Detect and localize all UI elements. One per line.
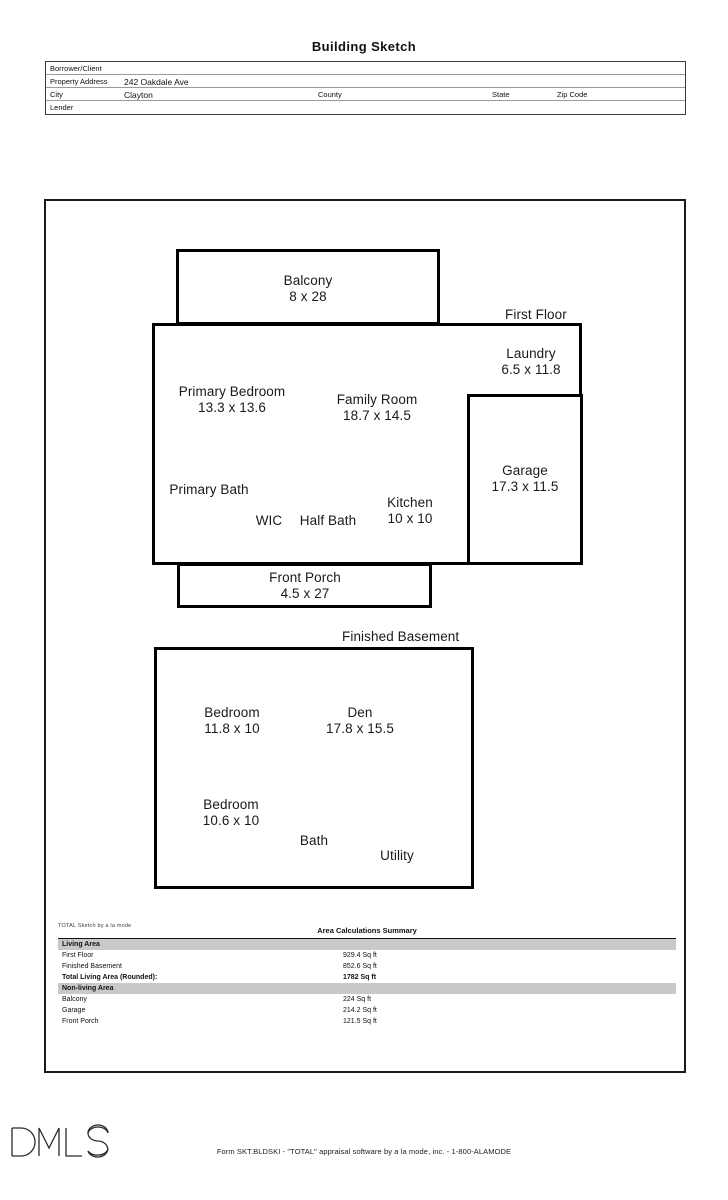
borrower-label: Borrower/Client <box>50 64 102 73</box>
form-footer-text: Form SKT.BLDSKI - "TOTAL" appraisal soft… <box>216 1147 512 1156</box>
section-heading-living-area: Living Area <box>58 939 676 950</box>
room-primary-bath: Primary Bath <box>169 482 249 497</box>
area-row-front-porch: Front Porch 121.5 Sq ft <box>58 1016 676 1027</box>
area-row-label: Balcony <box>62 996 87 1003</box>
header-row-lender: Lender <box>46 101 685 114</box>
city-label: City <box>50 90 63 99</box>
page-title: Building Sketch <box>311 39 417 54</box>
area-row-label: Finished Basement <box>62 963 122 970</box>
lender-label: Lender <box>50 103 74 112</box>
area-row-value: 224 Sq ft <box>343 996 372 1003</box>
room-front-porch: Front Porch 4.5 x 27 <box>269 570 341 601</box>
property-address-value[interactable]: 242 Oakdale Ave <box>124 76 189 87</box>
area-row-balcony: Balcony 224 Sq ft <box>58 994 676 1005</box>
property-header-table: Borrower/Client Property Address 242 Oak… <box>45 61 686 115</box>
room-garage: Garage 17.3 x 11.5 <box>491 463 559 494</box>
area-summary-title: Area Calculations Summary <box>317 926 417 935</box>
room-wic: WIC <box>255 513 283 528</box>
area-row-label: First Floor <box>62 952 94 959</box>
first-floor-label: First Floor <box>505 307 567 322</box>
room-basement-bedroom-2: Bedroom 10.6 x 10 <box>202 797 260 828</box>
area-row-label: Total Living Area (Rounded): <box>62 974 158 981</box>
garage-outline <box>467 394 583 565</box>
room-half-bath: Half Bath <box>299 513 357 528</box>
area-row-first-floor: First Floor 929.4 Sq ft <box>58 950 676 961</box>
zip-code-label: Zip Code <box>557 90 588 99</box>
finished-basement-label: Finished Basement <box>342 629 460 644</box>
header-row-property-address: Property Address 242 Oakdale Ave <box>46 75 685 88</box>
city-value[interactable]: Clayton <box>124 89 153 100</box>
sketch-credit-note: TOTAL Sketch by a la mode <box>58 923 132 929</box>
room-kitchen: Kitchen 10 x 10 <box>387 495 433 526</box>
area-row-label: Garage <box>62 1007 86 1014</box>
state-label: State <box>492 90 510 99</box>
room-basement-bath: Bath <box>299 833 329 848</box>
area-row-value: 852.6 Sq ft <box>343 963 377 970</box>
area-row-value: 929.4 Sq ft <box>343 952 377 959</box>
area-summary-table: Living Area First Floor 929.4 Sq ft Fini… <box>58 938 676 1027</box>
building-sketch-frame: First Floor Finished Basement Balcony 8 … <box>44 199 686 1073</box>
floor-plan-canvas: First Floor Finished Basement Balcony 8 … <box>46 201 684 1071</box>
area-row-finished-basement: Finished Basement 852.6 Sq ft <box>58 961 676 972</box>
header-row-city: City Clayton County State Zip Code <box>46 88 685 101</box>
dmls-logo <box>8 1122 118 1162</box>
section-heading-non-living-area: Non-living Area <box>58 983 676 994</box>
area-row-label: Front Porch <box>62 1018 99 1025</box>
room-laundry: Laundry 6.5 x 11.8 <box>501 346 561 377</box>
finished-basement-outline <box>154 647 474 889</box>
room-utility: Utility <box>380 848 414 863</box>
front-porch-outline <box>177 563 432 608</box>
room-basement-bedroom-1: Bedroom 11.8 x 10 <box>204 705 260 736</box>
area-row-total-living-area: Total Living Area (Rounded): 1782 Sq ft <box>58 972 676 983</box>
county-label: County <box>318 90 342 99</box>
area-row-value: 214.2 Sq ft <box>343 1007 377 1014</box>
room-balcony: Balcony 8 x 28 <box>283 273 333 304</box>
area-row-value: 121.5 Sq ft <box>343 1018 377 1025</box>
area-row-garage: Garage 214.2 Sq ft <box>58 1005 676 1016</box>
room-den: Den 17.8 x 15.5 <box>326 705 394 736</box>
area-row-value: 1782 Sq ft <box>343 974 377 981</box>
property-address-label: Property Address <box>50 77 108 86</box>
room-primary-bedroom: Primary Bedroom 13.3 x 13.6 <box>178 384 286 415</box>
room-family-room: Family Room 18.7 x 14.5 <box>336 392 418 423</box>
header-row-borrower: Borrower/Client <box>46 62 685 75</box>
